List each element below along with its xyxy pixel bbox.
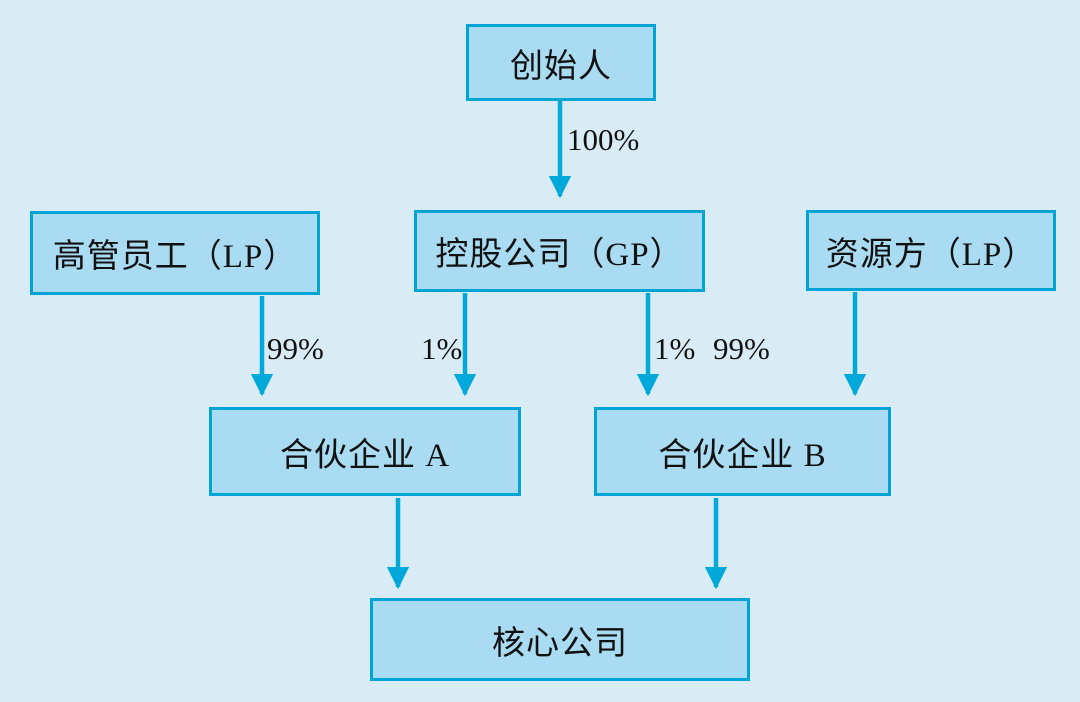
- node-partnership-a: 合伙企业 A: [209, 407, 521, 496]
- edge-label-executives-a: 99%: [267, 331, 324, 366]
- edge-label-holding-b: 1%: [654, 331, 696, 366]
- edge-label-resource-b: 99%: [713, 331, 770, 366]
- node-founder: 创始人: [466, 24, 656, 101]
- edge-label-holding-a: 1%: [421, 331, 463, 366]
- edge-label-founder-holding: 100%: [567, 122, 640, 157]
- node-executives-lp: 高管员工（LP）: [30, 211, 320, 295]
- node-resource-lp: 资源方（LP）: [806, 210, 1056, 291]
- node-partnership-b: 合伙企业 B: [594, 407, 891, 496]
- node-core-company: 核心公司: [370, 598, 750, 681]
- node-holding-gp: 控股公司（GP）: [414, 210, 705, 292]
